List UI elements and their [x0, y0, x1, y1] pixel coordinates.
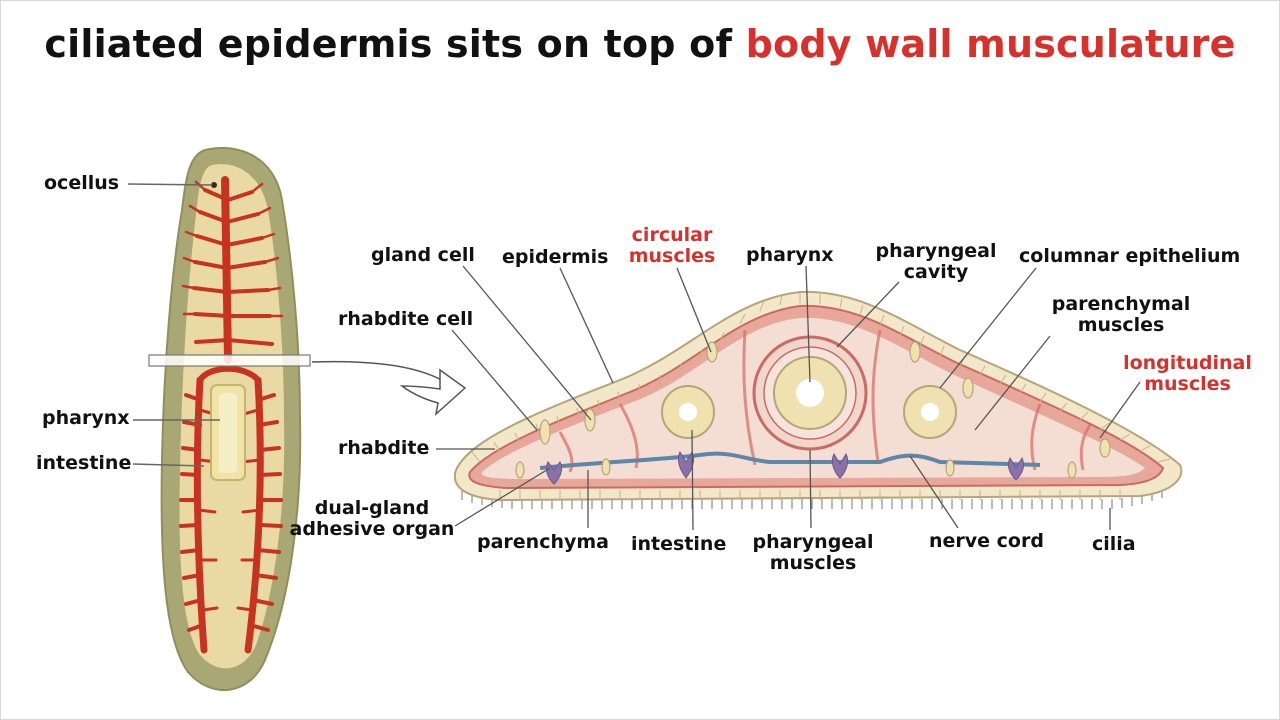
- section-leader-lines: [436, 265, 1141, 531]
- section-arrow-head: [399, 368, 467, 417]
- intestine-sections: [661, 385, 957, 439]
- label-gland-cell: gland cell: [371, 244, 475, 266]
- pharynx-section: [752, 335, 868, 451]
- label-pharyngeal-muscles-line1: pharyngeal: [752, 531, 874, 553]
- label-cilia: cilia: [1092, 533, 1136, 555]
- left-leader-lines: [127, 183, 220, 467]
- planarian-whole-body: [148, 147, 311, 692]
- label-intestine: intestine: [631, 533, 727, 555]
- label-epidermis: epidermis: [502, 246, 609, 268]
- label-ocellus: ocellus: [44, 172, 120, 194]
- label-circular-muscles-line2: muscles: [628, 245, 716, 267]
- label-pharyngeal-cavity-line2: cavity: [903, 261, 969, 283]
- label-dual-gland-line2: adhesive organ: [289, 518, 455, 540]
- adhesive-organs: [545, 450, 1025, 485]
- label-parenchyma: parenchyma: [477, 531, 609, 553]
- section-arrow: [311, 360, 449, 385]
- label-parenchymal-muscles-line2: muscles: [1077, 314, 1165, 336]
- label-pharyngeal-muscles-line2: muscles: [769, 552, 857, 574]
- label-intestine-left: intestine: [36, 452, 132, 474]
- label-nerve-cord: nerve cord: [929, 530, 1044, 552]
- title-text: ciliated epidermis sits on top of: [44, 22, 746, 66]
- label-circular-muscles-line1: circular: [631, 224, 713, 246]
- label-pharynx: pharynx: [746, 244, 834, 266]
- label-dual-gland-line1: dual-gland: [314, 497, 430, 519]
- label-longitudinal-muscles-line1: longitudinal: [1123, 352, 1252, 374]
- title-highlight: body wall musculature: [745, 22, 1236, 66]
- label-rhabdite-cell: rhabdite cell: [338, 308, 474, 330]
- label-parenchymal-muscles-line1: parenchymal: [1051, 293, 1191, 315]
- label-rhabdite: rhabdite: [338, 437, 430, 459]
- label-pharynx-left: pharynx: [42, 407, 130, 429]
- label-pharyngeal-cavity-line1: pharyngeal: [875, 240, 997, 262]
- label-longitudinal-muscles-line2: muscles: [1144, 373, 1231, 395]
- label-columnar-epithelium: columnar epithelium: [1019, 245, 1241, 267]
- cross-section: [453, 290, 1183, 509]
- slide-title: ciliated epidermis sits on top of body w…: [0, 22, 1280, 66]
